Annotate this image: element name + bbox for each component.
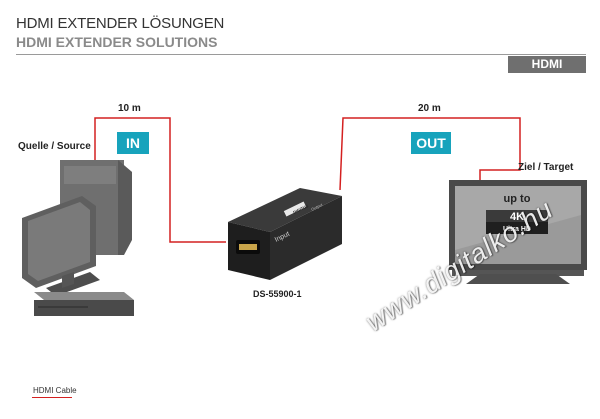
device-side-label: Output — [310, 202, 324, 212]
tv-text-4k: 4K — [510, 211, 524, 223]
legend-hdmi-cable-label: HDMI Cable — [33, 386, 77, 395]
monitor-icon — [22, 196, 100, 296]
cable-in-length: 10 m — [118, 103, 141, 114]
extender-device-icon — [228, 188, 342, 280]
header-divider — [16, 54, 586, 55]
in-tag: IN — [117, 132, 149, 154]
title-german: HDMI EXTENDER LÖSUNGEN — [16, 15, 225, 32]
out-tag: OUT — [411, 132, 451, 154]
device-model-label: DS-55900-1 — [253, 289, 302, 299]
device-brand-label: DIGITUS — [292, 203, 309, 215]
title-english: HDMI EXTENDER SOLUTIONS — [16, 34, 218, 50]
desktop-base-icon — [34, 292, 134, 316]
tv-icon — [449, 180, 587, 284]
tv-text-ultra-hd: Ultra HD — [503, 226, 531, 233]
output-cable — [339, 117, 521, 191]
target-label: Ziel / Target — [518, 162, 574, 173]
tv-text-up-to: up to — [504, 193, 531, 205]
legend-hdmi-cable-line — [32, 397, 72, 398]
source-label: Quelle / Source — [18, 141, 91, 152]
hdmi-badge: HDMI — [508, 56, 586, 73]
cable-out-length: 20 m — [418, 103, 441, 114]
